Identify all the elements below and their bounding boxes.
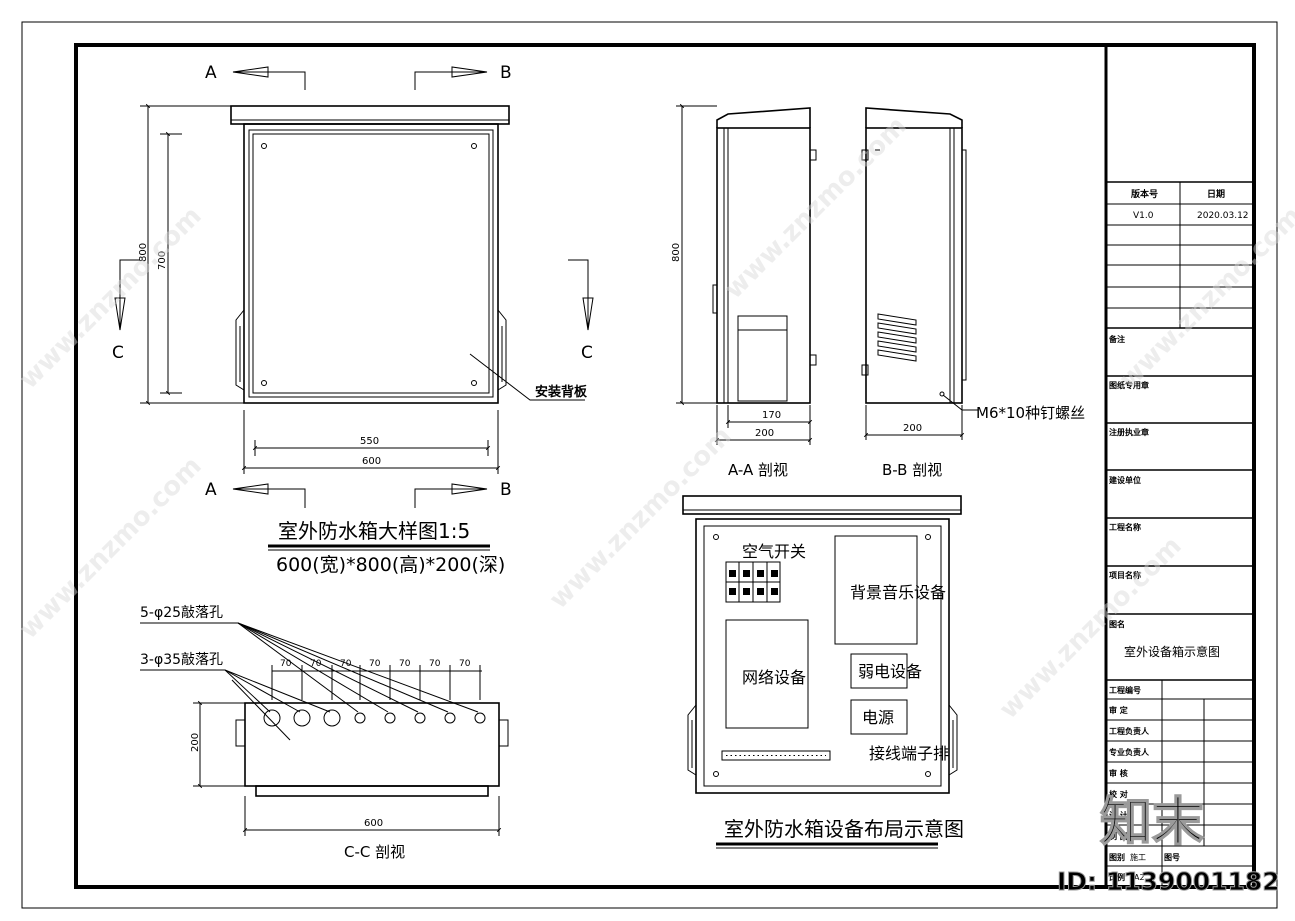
scale-value: A2 — [1134, 873, 1145, 882]
date-value: 2020.03.12 — [1197, 211, 1249, 221]
spacing-label: 70 — [310, 659, 322, 669]
dim-200: 200 — [755, 428, 774, 439]
network-box — [725, 619, 809, 729]
dim-600: 600 — [364, 818, 383, 829]
bg-music-box — [834, 535, 918, 645]
spacing-label: 70 — [429, 659, 441, 669]
terminal-strip — [721, 750, 831, 761]
title-block: 版本号 日期 V1.0 2020.03.12 备注 图纸专用章 注册执业章 建设… — [1104, 45, 1252, 887]
dim-200: 200 — [190, 733, 201, 752]
bg-music-label: 背景音乐设备 — [850, 583, 946, 602]
section-arrow-c-right: C — [568, 259, 594, 363]
section-label: A — [205, 480, 217, 500]
terminal-label: 接线端子排 — [869, 744, 949, 763]
section-arrow-c-left: C — [112, 259, 140, 363]
item-label: 项目名称 — [1109, 570, 1141, 580]
spacing-label: 70 — [459, 659, 471, 669]
power-label: 电源 — [862, 708, 894, 727]
stamp-label: 图纸专用章 — [1109, 380, 1149, 390]
side-view-a: 800 170 200 A-A 剖视 — [671, 103, 817, 479]
holes-25-label: 5-φ25敲落孔 — [140, 604, 223, 621]
dim-550: 550 — [360, 436, 379, 447]
watermark-layer: www.znzmo.com www.znzmo.com www.znzmo.co… — [14, 111, 1295, 896]
hole-spacing-dims: 70 70 70 70 70 70 70 — [271, 659, 481, 700]
dim-600: 600 — [362, 456, 381, 467]
spacing-label: 70 — [369, 659, 381, 669]
design-label: 设 计 — [1109, 810, 1128, 820]
dim-800: 800 — [138, 243, 149, 262]
dim-200: 200 — [903, 423, 922, 434]
spacing-label: 70 — [280, 659, 292, 669]
weak-current-label: 弱电设备 — [858, 662, 922, 681]
project-label: 工程名称 — [1109, 522, 1141, 532]
check-label: 校 对 — [1109, 789, 1128, 799]
section-arrow-b-bottom: B — [414, 480, 512, 508]
version-header: 版本号 — [1130, 188, 1158, 200]
version-value: V1.0 — [1133, 211, 1154, 221]
drawing-name: 室外设备箱示意图 — [1124, 644, 1220, 659]
front-view-title: 室外防水箱大样图1:5 — [278, 519, 470, 543]
category-value: 施工 — [1130, 852, 1146, 862]
date-header: 日期 — [1207, 188, 1225, 200]
outer-frame — [21, 21, 1278, 909]
approve-label: 审 定 — [1109, 705, 1128, 715]
screw-label: M6*10种钉螺丝 — [976, 404, 1085, 422]
side-b-caption: B-B 剖视 — [882, 461, 942, 479]
drawing-name-label: 图名 — [1109, 619, 1125, 629]
watermark-brand: 知末 — [1100, 793, 1204, 853]
category-label: 图别 — [1109, 853, 1125, 862]
layout-view-title: 室外防水箱设备布局示意图 — [724, 817, 964, 841]
cabinet-body — [243, 123, 499, 404]
watermark-url: www.znzmo.com — [14, 201, 208, 395]
weak-current-box — [850, 653, 908, 689]
section-c-view: 5-φ25敲落孔 3-φ35敲落孔 70 70 70 70 — [140, 604, 509, 861]
section-c-body — [244, 702, 500, 787]
section-arrow-a-top: A — [205, 63, 306, 90]
air-switch: 空气开关 — [725, 542, 806, 603]
section-label: C — [581, 343, 593, 363]
reg-stamp-label: 注册执业章 — [1109, 427, 1149, 437]
section-arrow-b-top: B — [414, 63, 512, 90]
project-no-label: 工程编号 — [1109, 685, 1141, 695]
mount-plate-label: 安装背板 — [535, 384, 588, 400]
vent-louvers — [877, 313, 917, 362]
watermark-url: www.znzmo.com — [719, 111, 913, 305]
review-label: 审 核 — [1109, 768, 1128, 778]
power-box — [850, 699, 908, 735]
side-view-b: M6*10种钉螺丝 200 B-B 剖视 — [861, 107, 1085, 479]
watermark-url: www.znzmo.com — [994, 531, 1188, 725]
notes-label: 备注 — [1108, 334, 1125, 344]
watermark-id: ID: 1139001182 — [1057, 867, 1280, 896]
section-label: B — [500, 480, 512, 500]
network-label: 网络设备 — [742, 668, 806, 687]
watermark-url: www.znzmo.com — [544, 421, 738, 615]
holes-35-label: 3-φ35敲落孔 — [140, 651, 223, 668]
section-arrow-a-bottom: A — [205, 480, 306, 508]
section-label: B — [500, 63, 512, 83]
proj-leader-label: 工程负责人 — [1109, 726, 1150, 736]
number-label: 图号 — [1164, 853, 1180, 862]
draw-label: 制 图 — [1109, 831, 1128, 841]
section-label: A — [205, 63, 217, 83]
side-a-caption: A-A 剖视 — [728, 461, 788, 479]
dim-170: 170 — [762, 410, 781, 421]
scale-label: 比例 — [1109, 872, 1125, 882]
spacing-label: 70 — [399, 659, 411, 669]
section-c-caption: C-C 剖视 — [344, 843, 405, 861]
front-view: A B 安装背板 800 700 — [112, 63, 594, 576]
air-switch-label: 空气开关 — [742, 542, 806, 561]
dim-800: 800 — [671, 243, 682, 262]
section-label: C — [112, 343, 124, 363]
unit-label: 建设单位 — [1108, 475, 1141, 485]
front-view-size: 600(宽)*800(高)*200(深) — [276, 554, 505, 576]
equipment-layout-view: 空气开关 背景音乐设备 网络设备 弱电设备 电源 接线端子排 室外防水箱设备布局… — [682, 495, 964, 849]
dim-700: 700 — [157, 251, 168, 270]
spacing-label: 70 — [340, 659, 352, 669]
watermark-url: www.znzmo.com — [1114, 201, 1295, 395]
spec-leader-label: 专业负责人 — [1109, 747, 1150, 757]
inner-frame — [74, 43, 1256, 889]
